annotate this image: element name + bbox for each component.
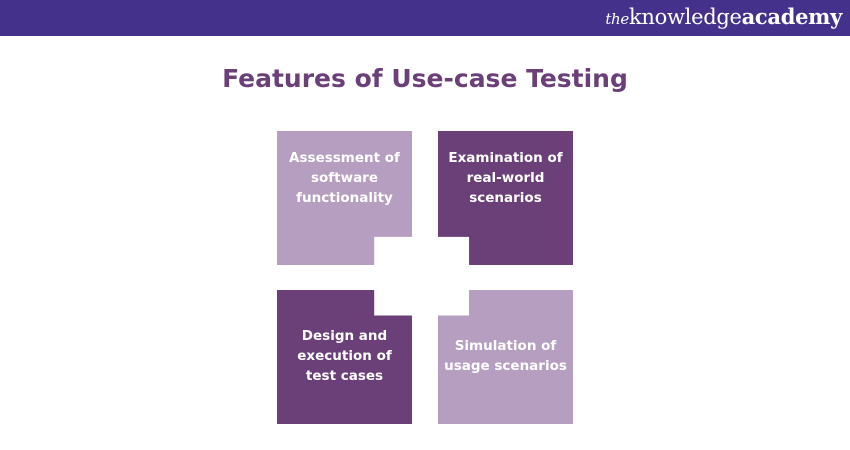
feature-box-assessment: Assessment of software functionality: [277, 131, 412, 265]
logo-knowledge: knowledge: [628, 5, 742, 29]
feature-box-simulation: Simulation of usage scenarios: [438, 290, 573, 424]
logo-the: the: [605, 10, 629, 28]
feature-box-examination: Examination of real-world scenarios: [438, 131, 573, 265]
logo-academy: academy: [741, 4, 843, 29]
brand-logo: theknowledgeacademy: [605, 4, 842, 29]
header-bar: theknowledgeacademy: [0, 0, 850, 36]
page-title: Features of Use-case Testing: [222, 64, 628, 93]
feature-box-design: Design and execution of test cases: [277, 290, 412, 424]
